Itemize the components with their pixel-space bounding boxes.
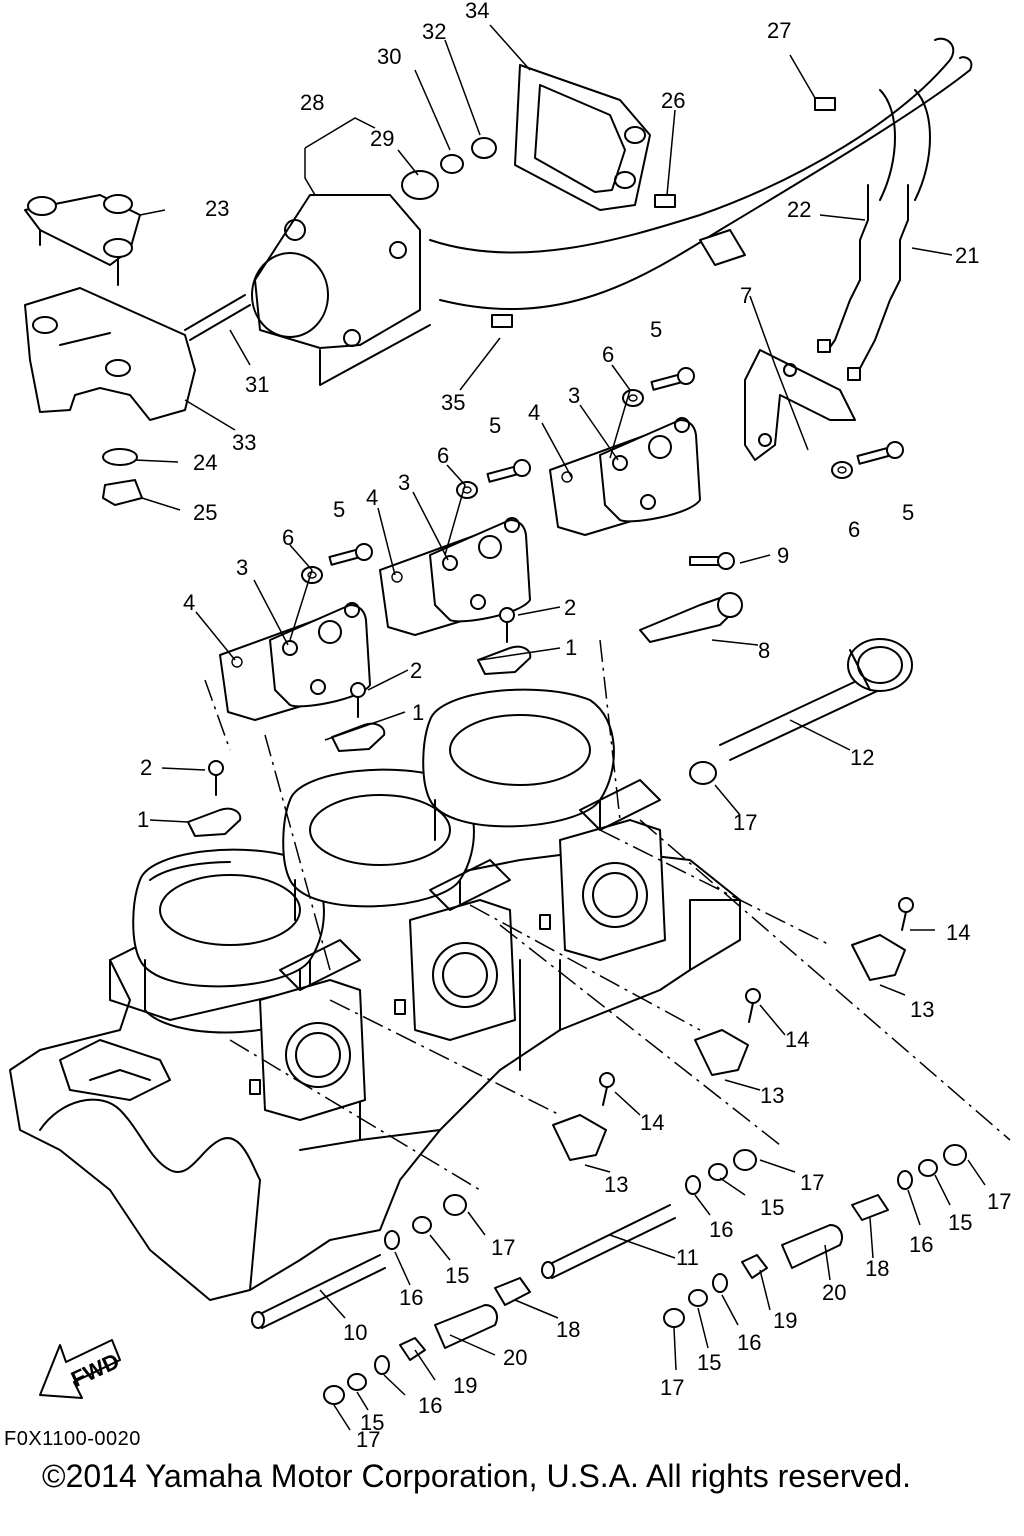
callout-22: 22	[787, 197, 811, 222]
callout-3: 3	[398, 470, 410, 495]
callout-2: 2	[410, 658, 422, 683]
assembly-guides	[204, 639, 1011, 1191]
copyright-notice: ©2014 Yamaha Motor Corporation, U.S.A. A…	[42, 1458, 912, 1494]
callout-19: 19	[453, 1373, 477, 1398]
callout-16: 16	[399, 1285, 423, 1310]
mount-bracket	[24, 194, 196, 506]
callout-3: 3	[236, 555, 248, 580]
callout-20: 20	[822, 1280, 846, 1305]
callout-24: 24	[193, 450, 217, 475]
callout-2: 2	[564, 595, 576, 620]
cover-left	[269, 602, 371, 708]
cylinder-right	[422, 688, 615, 841]
clamps-and-screws	[552, 897, 914, 1161]
callout-13: 13	[604, 1172, 628, 1197]
callout-23: 23	[205, 196, 229, 221]
callout-17: 17	[491, 1235, 515, 1260]
callout-6: 6	[282, 525, 294, 550]
callout-27: 27	[767, 18, 791, 43]
callout-4: 4	[528, 400, 540, 425]
callout-16: 16	[418, 1393, 442, 1418]
callout-16: 16	[909, 1232, 933, 1257]
cylinder-middle	[282, 768, 475, 921]
callout-1: 1	[412, 700, 424, 725]
callout-35: 35	[441, 390, 465, 415]
callout-1: 1	[565, 635, 577, 660]
callout-10: 10	[343, 1320, 367, 1345]
callout-17: 17	[733, 810, 757, 835]
callout-19: 19	[773, 1308, 797, 1333]
callout-32: 32	[422, 19, 446, 44]
reed-frame-34	[514, 64, 651, 211]
callout-34: 34	[465, 0, 489, 23]
callout-17: 17	[356, 1427, 380, 1452]
throttle-cables	[319, 37, 973, 386]
callout-11: 11	[676, 1245, 699, 1270]
cover-right	[599, 417, 701, 523]
callout-14: 14	[785, 1027, 809, 1052]
callout-21: 21	[955, 243, 979, 268]
throttle-sensor	[639, 552, 743, 643]
fwd-arrow: FWD	[39, 1339, 123, 1399]
throttle-body-right	[559, 779, 666, 961]
callout-16: 16	[737, 1330, 761, 1355]
throttle-body-28	[184, 137, 497, 349]
callout-18: 18	[865, 1256, 889, 1281]
lower-shafts	[251, 1144, 967, 1405]
callout-3: 3	[568, 383, 580, 408]
callout-33: 33	[232, 430, 256, 455]
callout-6: 6	[848, 517, 860, 542]
callout-4: 4	[366, 485, 378, 510]
cover-middle	[429, 517, 531, 623]
callout-14: 14	[946, 920, 970, 945]
callout-15: 15	[360, 1410, 384, 1435]
callout-18: 18	[556, 1317, 580, 1342]
callout-15: 15	[697, 1350, 721, 1375]
callout-26: 26	[661, 88, 685, 113]
callout-4: 4	[183, 590, 195, 615]
callout-labels: 1 1 1 2 2 2 3 3 3 4 4 4 5 5 5 5 6 6 6 6 …	[137, 0, 1011, 1452]
callout-17: 17	[987, 1189, 1011, 1214]
callout-28: 28	[300, 90, 324, 115]
diagram-code: F0X1100-0020	[4, 1428, 141, 1450]
callout-29: 29	[370, 126, 394, 151]
callout-13: 13	[910, 997, 934, 1022]
cylinder-left	[132, 848, 325, 1034]
throttle-body-left	[259, 939, 366, 1121]
callout-5: 5	[489, 413, 501, 438]
callout-17: 17	[800, 1170, 824, 1195]
callout-15: 15	[760, 1195, 784, 1220]
callout-5: 5	[333, 497, 345, 522]
callout-20: 20	[503, 1345, 527, 1370]
throttle-shaft-12	[689, 638, 913, 785]
screws-and-clips	[187, 607, 532, 837]
callout-5: 5	[650, 317, 662, 342]
callout-6: 6	[437, 443, 449, 468]
callout-15: 15	[948, 1210, 972, 1235]
callout-9: 9	[777, 543, 789, 568]
callout-25: 25	[193, 500, 217, 525]
callout-1: 1	[137, 807, 149, 832]
callout-12: 12	[850, 745, 874, 770]
callout-16: 16	[709, 1217, 733, 1242]
callout-7: 7	[740, 283, 752, 308]
bolts-and-washers	[301, 367, 904, 584]
callout-17: 17	[660, 1375, 684, 1400]
leader-lines	[134, 24, 986, 1431]
callout-6: 6	[602, 342, 614, 367]
callout-31: 31	[245, 372, 269, 397]
callout-8: 8	[758, 638, 770, 663]
throttle-body-middle	[409, 859, 516, 1041]
cable-bracket-7	[744, 349, 856, 461]
callout-5: 5	[902, 500, 914, 525]
callout-14: 14	[640, 1110, 664, 1135]
callout-2: 2	[140, 755, 152, 780]
callout-30: 30	[377, 44, 401, 69]
callout-13: 13	[760, 1083, 784, 1108]
callout-15: 15	[445, 1263, 469, 1288]
crankcase-block	[9, 849, 741, 1301]
